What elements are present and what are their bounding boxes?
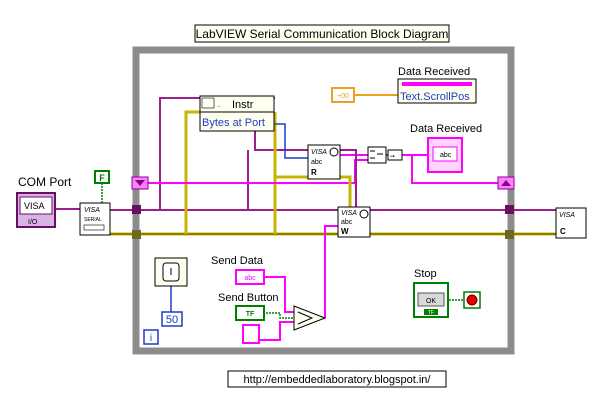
error-tunnel-left — [132, 230, 141, 239]
data-received-prop-label: Data Received — [398, 66, 470, 78]
stop-label: Stop — [414, 268, 437, 280]
shift-register-left-arrow — [135, 180, 145, 186]
visa-read-label: VISA — [311, 149, 327, 156]
empty-string-constant[interactable] — [242, 324, 260, 344]
url-text: http://embeddedlaboratory.blogspot.in/ — [244, 374, 432, 386]
serial-port-icon — [83, 224, 105, 231]
visa-ref-to-property — [159, 97, 200, 210]
ref-tunnel-right — [505, 205, 514, 214]
stop-value: OK — [426, 298, 436, 305]
visa-configure-serial[interactable] — [79, 202, 111, 236]
visa-read-sub: abc — [311, 159, 323, 166]
string-converter-icon: ➙ — [390, 154, 395, 160]
scrollpos-constant-text: +00 — [337, 93, 349, 100]
iteration-terminal — [143, 329, 159, 345]
visa-read-clock-icon — [329, 147, 339, 157]
com-port-label: COM Port — [18, 175, 72, 189]
visa-write[interactable] — [337, 206, 371, 238]
stop-button-face — [417, 292, 445, 307]
wait-constant[interactable] — [161, 311, 183, 327]
visa-write-clock-icon — [359, 209, 369, 219]
stop-if-true-icon — [466, 294, 478, 306]
send-data-control[interactable] — [235, 269, 265, 285]
url-box — [227, 370, 447, 388]
send-data-label: Send Data — [211, 255, 264, 267]
send-data-wire — [265, 276, 294, 313]
visa-write-sub: abc — [341, 219, 353, 226]
send-data-value: abc — [244, 275, 256, 282]
error-tunnel-right — [505, 230, 514, 239]
property-node[interactable] — [199, 95, 275, 132]
select-to-write-wire — [324, 225, 338, 318]
diagram-title: LabVIEW Serial Communication Block Diagr… — [196, 27, 449, 41]
visa-close-label: VISA — [559, 212, 575, 219]
send-button-wire — [266, 312, 294, 319]
data-received-ind-label: Data Received — [410, 123, 482, 135]
ref-tunnel-left — [132, 205, 141, 214]
data-received-value: abc — [440, 152, 452, 159]
false-constant[interactable] — [94, 170, 110, 184]
error-to-property — [184, 110, 200, 234]
com-port-ctrl-text: VISA — [24, 201, 45, 211]
select-function[interactable] — [293, 305, 327, 331]
serial-config-sub: SERIAL — [84, 217, 102, 223]
string-converter[interactable] — [387, 149, 403, 161]
send-button-value: TF — [246, 311, 255, 318]
send-button-control[interactable] — [235, 305, 265, 321]
data-received-prop-property: Text.ScrollPos — [400, 91, 470, 103]
com-port-inner — [19, 196, 53, 215]
data-received-inner — [432, 146, 458, 162]
visa-close-letter: C — [560, 227, 566, 236]
concatenate-icon — [370, 150, 383, 159]
wait-constant-text: 50 — [166, 314, 178, 326]
stop-bool-text: TF — [428, 310, 434, 316]
shift-register-right-wire — [411, 155, 500, 184]
property-node-ref: Instr — [232, 99, 254, 111]
stop-bool-tag — [424, 309, 438, 315]
property-node-arrow-icon: → — [216, 103, 221, 109]
shift-register-right-arrow — [501, 180, 511, 186]
scrollpos-constant[interactable] — [331, 87, 355, 103]
ref-read-out — [340, 149, 357, 210]
select-icon — [297, 311, 314, 325]
false-constant-text: F — [99, 173, 105, 183]
concatenate-strings[interactable] — [367, 146, 387, 164]
send-button-label: Send Button — [218, 292, 279, 304]
visa-write-letter: W — [341, 227, 349, 236]
title-box — [194, 24, 450, 43]
property-node-property: Bytes at Port — [202, 117, 265, 129]
bytes-count-wire — [275, 123, 308, 159]
visa-write-label: VISA — [341, 210, 357, 217]
visa-read[interactable] — [307, 144, 341, 180]
iteration-text: i — [150, 333, 152, 344]
visa-close[interactable] — [555, 207, 587, 239]
com-port-io-text: I/O — [28, 219, 38, 226]
visa-read-letter: R — [311, 168, 317, 177]
property-node-icon — [201, 97, 215, 109]
scrollpos-color-bar — [402, 82, 472, 86]
serial-config-label: VISA — [84, 207, 100, 214]
